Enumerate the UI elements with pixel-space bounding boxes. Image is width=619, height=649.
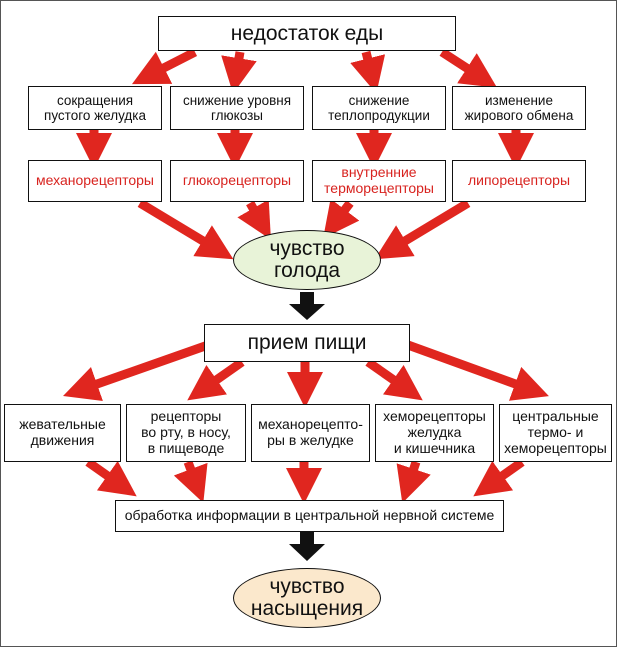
arrow-hunger-to-intake <box>289 292 325 320</box>
hunger-oval: чувство голода <box>233 230 381 290</box>
cause-fat-metabolism: изменение жирового обмена <box>452 86 586 130</box>
arrow-intake-to-effect-2 <box>187 358 245 401</box>
arrow-effect-1-to-processing <box>85 458 137 497</box>
effect-central-receptors: центральные термо- и хеморецепторы <box>499 404 612 462</box>
arrow-top-to-cause-1 <box>131 47 198 85</box>
arrow-receptor-2-to-hunger <box>237 199 271 240</box>
arrow-top-to-cause-2 <box>221 51 257 94</box>
arrow-processing-to-satiety <box>289 532 325 561</box>
arrow-receptor-3-to-hunger <box>323 198 360 239</box>
arrow-intake-to-effect-1 <box>63 340 210 402</box>
food-intake-box: прием пищи <box>204 324 410 362</box>
food-shortage-box: недостаток еды <box>158 16 456 51</box>
effect-stomach-mechano: механорецепто- ры в желудке <box>251 404 370 462</box>
cause-empty-stomach: сокращения пустого желудка <box>28 86 162 130</box>
cause-glucose-drop: снижение уровня глюкозы <box>170 86 304 130</box>
receptor-gluco: глюкорецепторы <box>170 160 304 202</box>
arrow-intake-to-effect-5 <box>406 340 549 401</box>
processing-box: обработка информации в центральной нервн… <box>115 500 504 532</box>
arrow-receptor-4-to-hunger <box>374 199 471 260</box>
arrow-effect-5-to-processing <box>473 458 525 497</box>
arrow-top-to-cause-3 <box>350 50 386 94</box>
effect-chemoreceptors: хеморецепторы желудка и кишечника <box>375 404 494 462</box>
receptor-thermo: внутренние терморецепторы <box>312 160 446 202</box>
arrow-effect-4-to-processing <box>396 460 431 504</box>
cause-heat-drop: снижение теплопродукции <box>312 86 446 130</box>
effect-chewing: жевательные движения <box>4 404 121 462</box>
receptor-mechano: механорецепторы <box>28 160 162 202</box>
satiety-oval: чувство насыщения <box>233 568 381 628</box>
effect-mouth-receptors: рецепторы во рту, в носу, в пищеводе <box>126 404 246 462</box>
arrow-receptor-1-to-hunger <box>137 199 234 260</box>
receptor-lipo: липорецепторы <box>452 160 586 202</box>
arrow-effect-2-to-processing <box>173 460 208 503</box>
arrow-intake-to-effect-4 <box>365 358 423 401</box>
arrow-top-to-cause-4 <box>439 48 498 88</box>
